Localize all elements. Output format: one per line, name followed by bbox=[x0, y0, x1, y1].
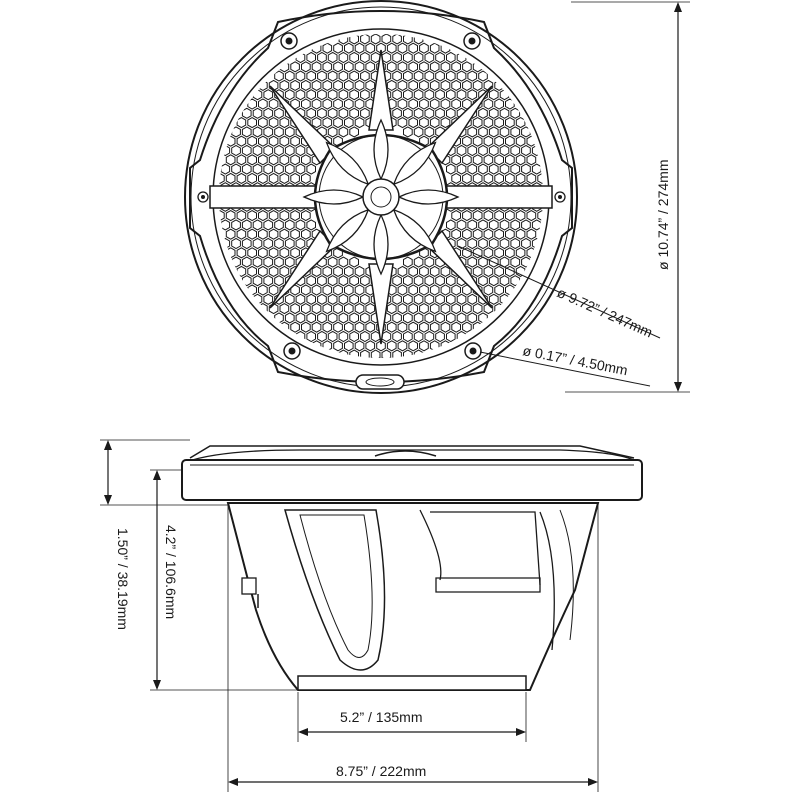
screw-bottom-left bbox=[283, 342, 301, 360]
magnet bbox=[297, 675, 527, 691]
screw-left bbox=[197, 191, 209, 203]
hole-diameter-label: ø 0.17” / 4.50mm bbox=[521, 342, 629, 378]
grille-diameter-label: ø 9.72” / 247mm bbox=[555, 284, 655, 340]
top-dimension-lines bbox=[457, 1, 690, 393]
screw-bottom-right bbox=[464, 342, 482, 360]
side-dimension-lines bbox=[100, 439, 599, 792]
grille-spokes bbox=[209, 49, 553, 345]
screw-top-right bbox=[463, 32, 481, 50]
hole-diameter-leader bbox=[479, 351, 651, 387]
overall-diameter-label: ø 10.74” / 274mm bbox=[655, 160, 671, 271]
terminal bbox=[241, 577, 257, 595]
outer-ring bbox=[184, 0, 578, 394]
speaker-basket bbox=[226, 502, 600, 691]
top-view bbox=[184, 0, 578, 394]
screw-top-left bbox=[280, 32, 298, 50]
hex-grille-mesh bbox=[219, 34, 543, 358]
total-depth-label: 4.2” / 106.6mm bbox=[163, 525, 179, 619]
grille-diameter-leader bbox=[457, 245, 661, 339]
logo-tab bbox=[355, 374, 405, 390]
screw-right bbox=[554, 191, 566, 203]
grille-frame bbox=[189, 10, 573, 383]
mounting-screws bbox=[197, 32, 566, 360]
cutout-width-label: 8.75” / 222mm bbox=[336, 763, 426, 779]
mount-depth-label: 1.50” / 38.19mm bbox=[115, 528, 131, 630]
magnet-width-label: 5.2” / 135mm bbox=[340, 709, 422, 725]
side-view bbox=[181, 445, 643, 691]
center-hub bbox=[302, 118, 460, 276]
mounting-flange bbox=[181, 459, 643, 501]
